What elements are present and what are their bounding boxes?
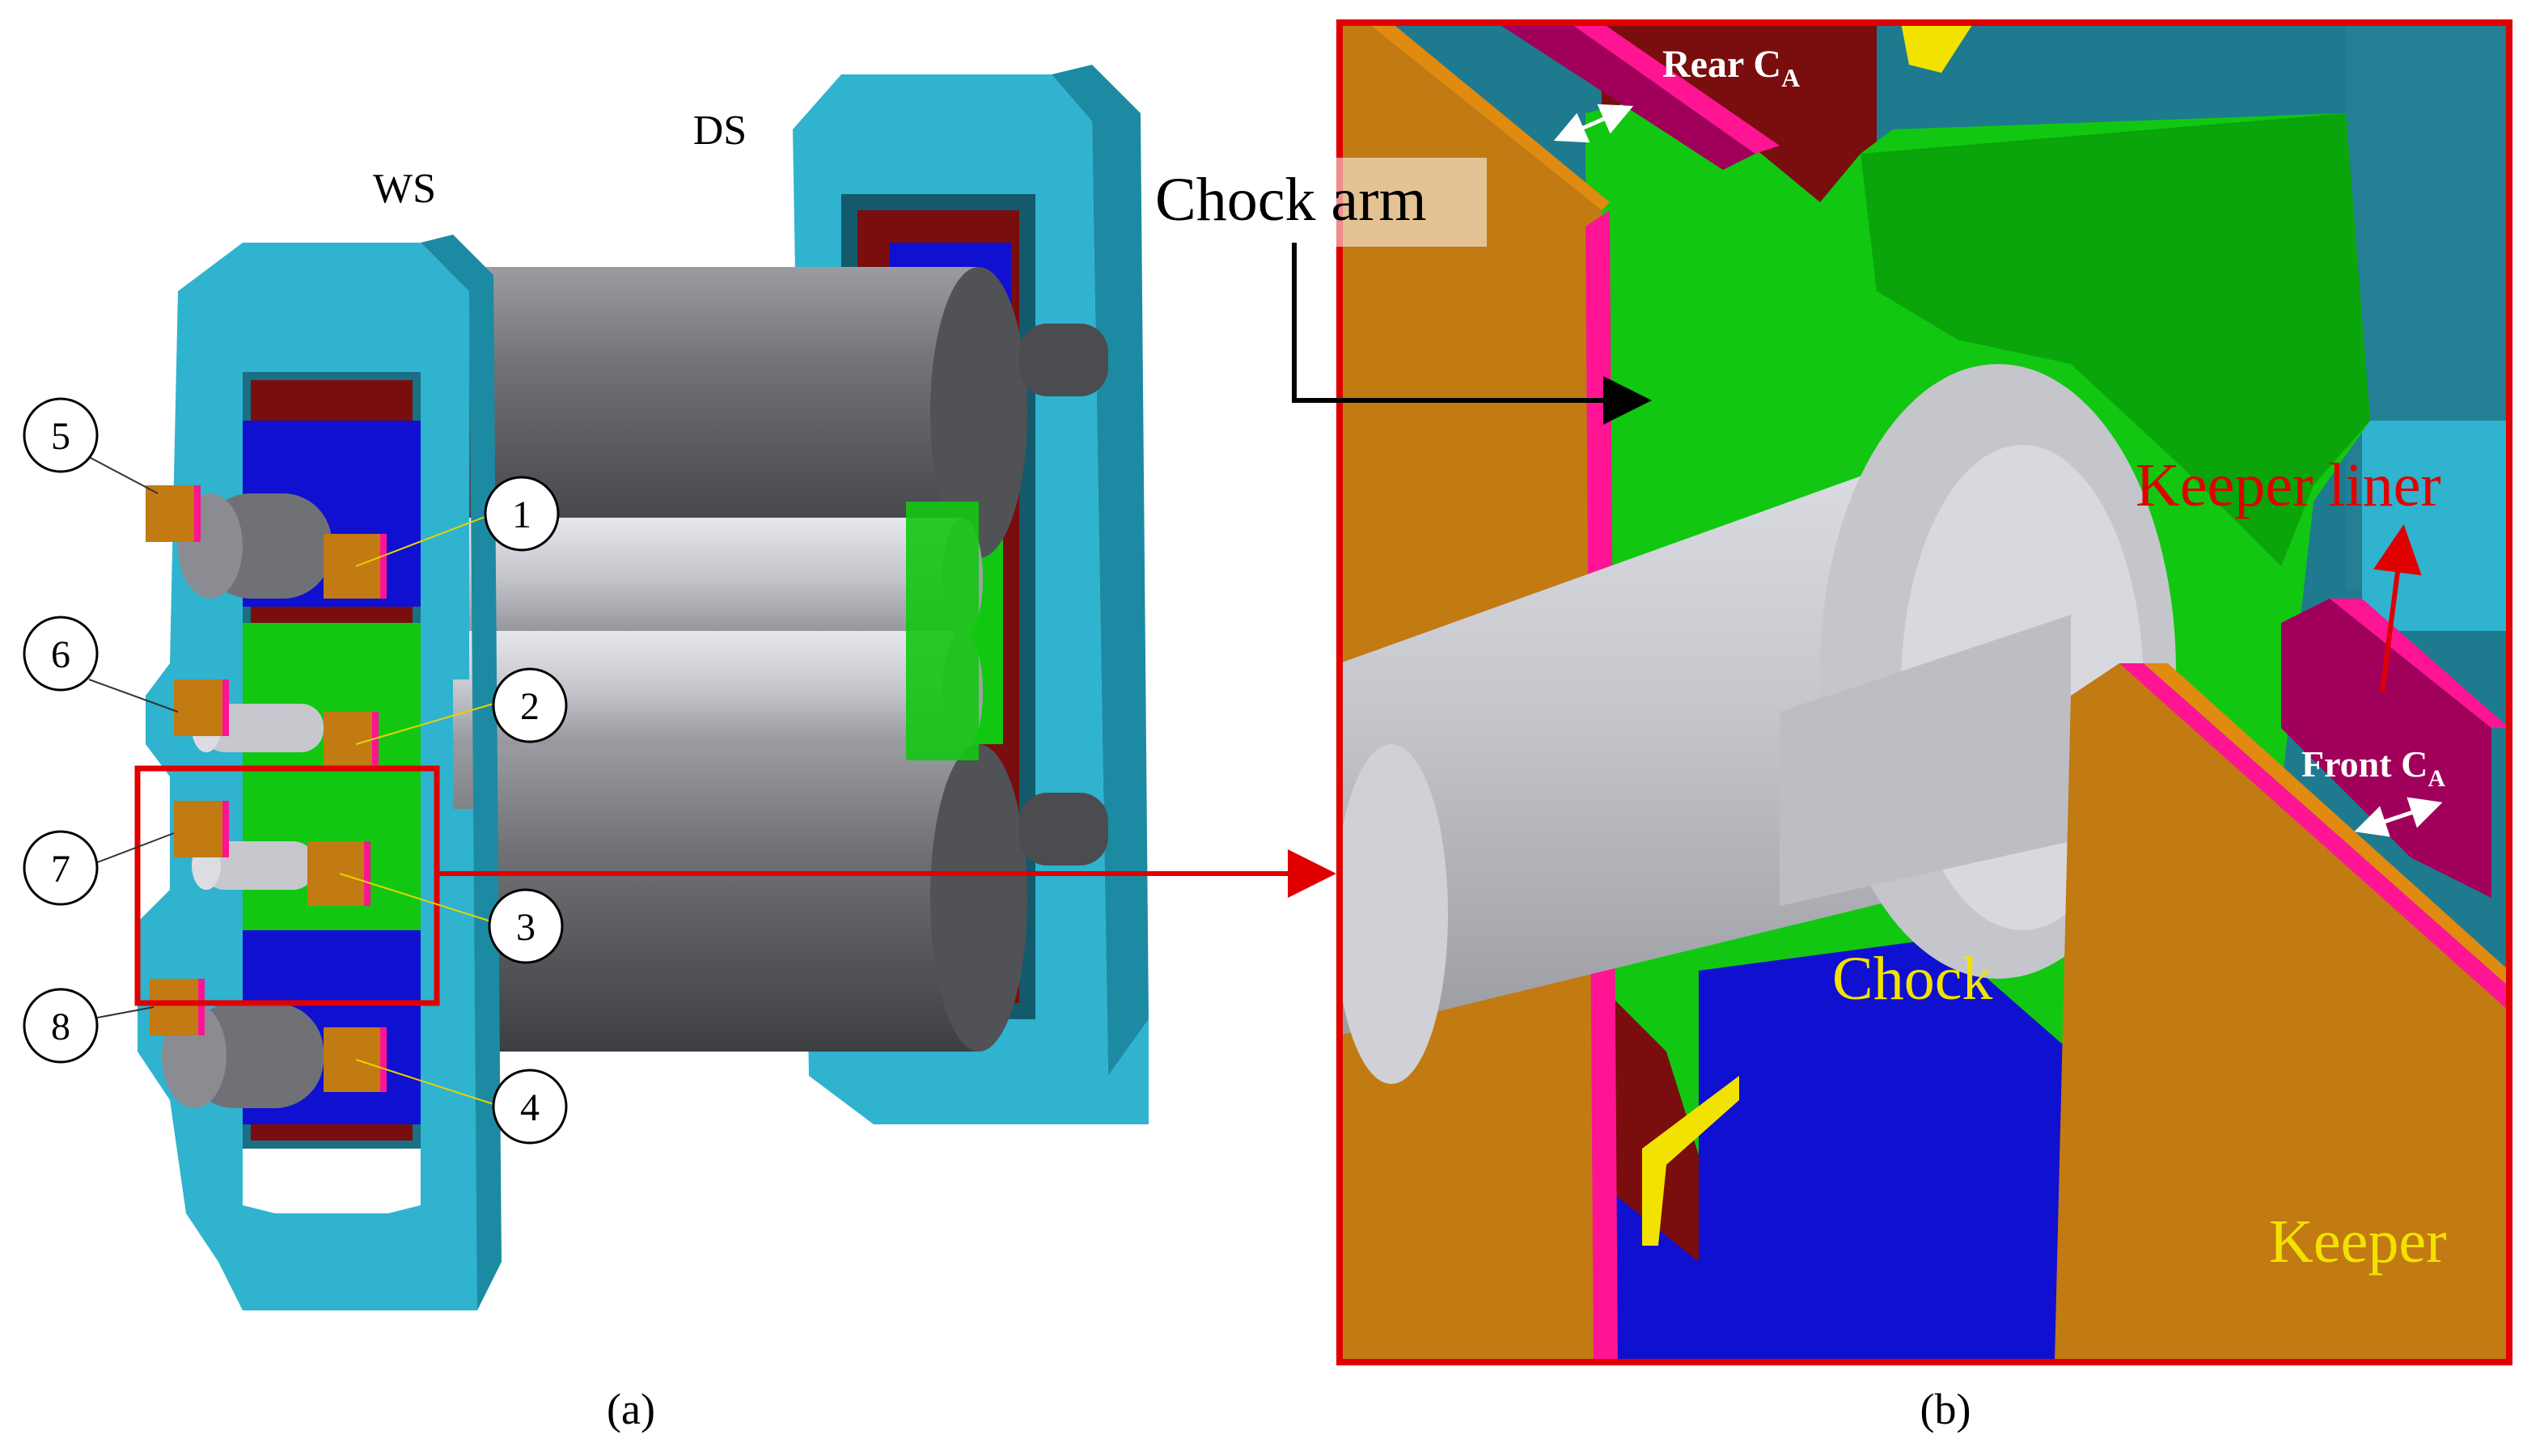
chock-arm-label-bg bbox=[1155, 158, 1487, 247]
svg-text:3: 3 bbox=[516, 906, 536, 949]
front-ca-label: Front CA bbox=[2301, 743, 2445, 792]
callout-3: 3 bbox=[488, 888, 564, 964]
panel-b: Chock arm Rear CA Keeper liner Front CA … bbox=[1155, 19, 2512, 1433]
leader-lines-left bbox=[88, 456, 179, 1020]
svg-text:1: 1 bbox=[512, 493, 531, 536]
caption-a: (a) bbox=[607, 1385, 655, 1433]
svg-text:2: 2 bbox=[520, 685, 540, 728]
svg-text:7: 7 bbox=[51, 848, 70, 891]
ws-label: WS bbox=[373, 166, 436, 212]
front-keeper bbox=[2055, 663, 2509, 1362]
chock-arm-arrow bbox=[1292, 243, 1652, 425]
highlight-box bbox=[134, 765, 440, 1006]
svg-text:4: 4 bbox=[520, 1086, 540, 1129]
keeper-liner-label: Keeper liner bbox=[2136, 451, 2441, 519]
keeper-plates bbox=[146, 485, 387, 1092]
rear-ca-label: Rear CA bbox=[1662, 43, 1800, 92]
callout-6: 6 bbox=[23, 616, 99, 692]
chock-arm-label: Chock arm bbox=[1155, 166, 1427, 234]
panel-a: 1 2 3 4 5 6 7 8 WS DS bbox=[23, 65, 1336, 1433]
front-ca-arrow bbox=[2354, 797, 2443, 837]
callout-4: 4 bbox=[492, 1069, 568, 1145]
svg-text:6: 6 bbox=[51, 633, 70, 676]
callout-7: 7 bbox=[23, 830, 99, 906]
rear-ca-arrow bbox=[1553, 104, 1634, 143]
chock-label: Chock bbox=[1832, 945, 1992, 1013]
callout-1: 1 bbox=[484, 476, 560, 552]
leader-lines bbox=[339, 513, 494, 1105]
caption-b: (b) bbox=[1920, 1385, 1971, 1433]
svg-text:5: 5 bbox=[51, 415, 70, 458]
ws-housing bbox=[138, 235, 502, 1310]
panel-b-frame bbox=[1336, 19, 2512, 1365]
callout-5: 5 bbox=[23, 397, 99, 473]
ds-label: DS bbox=[693, 108, 747, 154]
callout-8: 8 bbox=[23, 988, 99, 1064]
callout-2: 2 bbox=[492, 667, 568, 743]
keeper-label: Keeper bbox=[2269, 1208, 2446, 1276]
keeper-liner-arrow bbox=[2373, 524, 2422, 692]
svg-text:8: 8 bbox=[51, 1005, 70, 1048]
